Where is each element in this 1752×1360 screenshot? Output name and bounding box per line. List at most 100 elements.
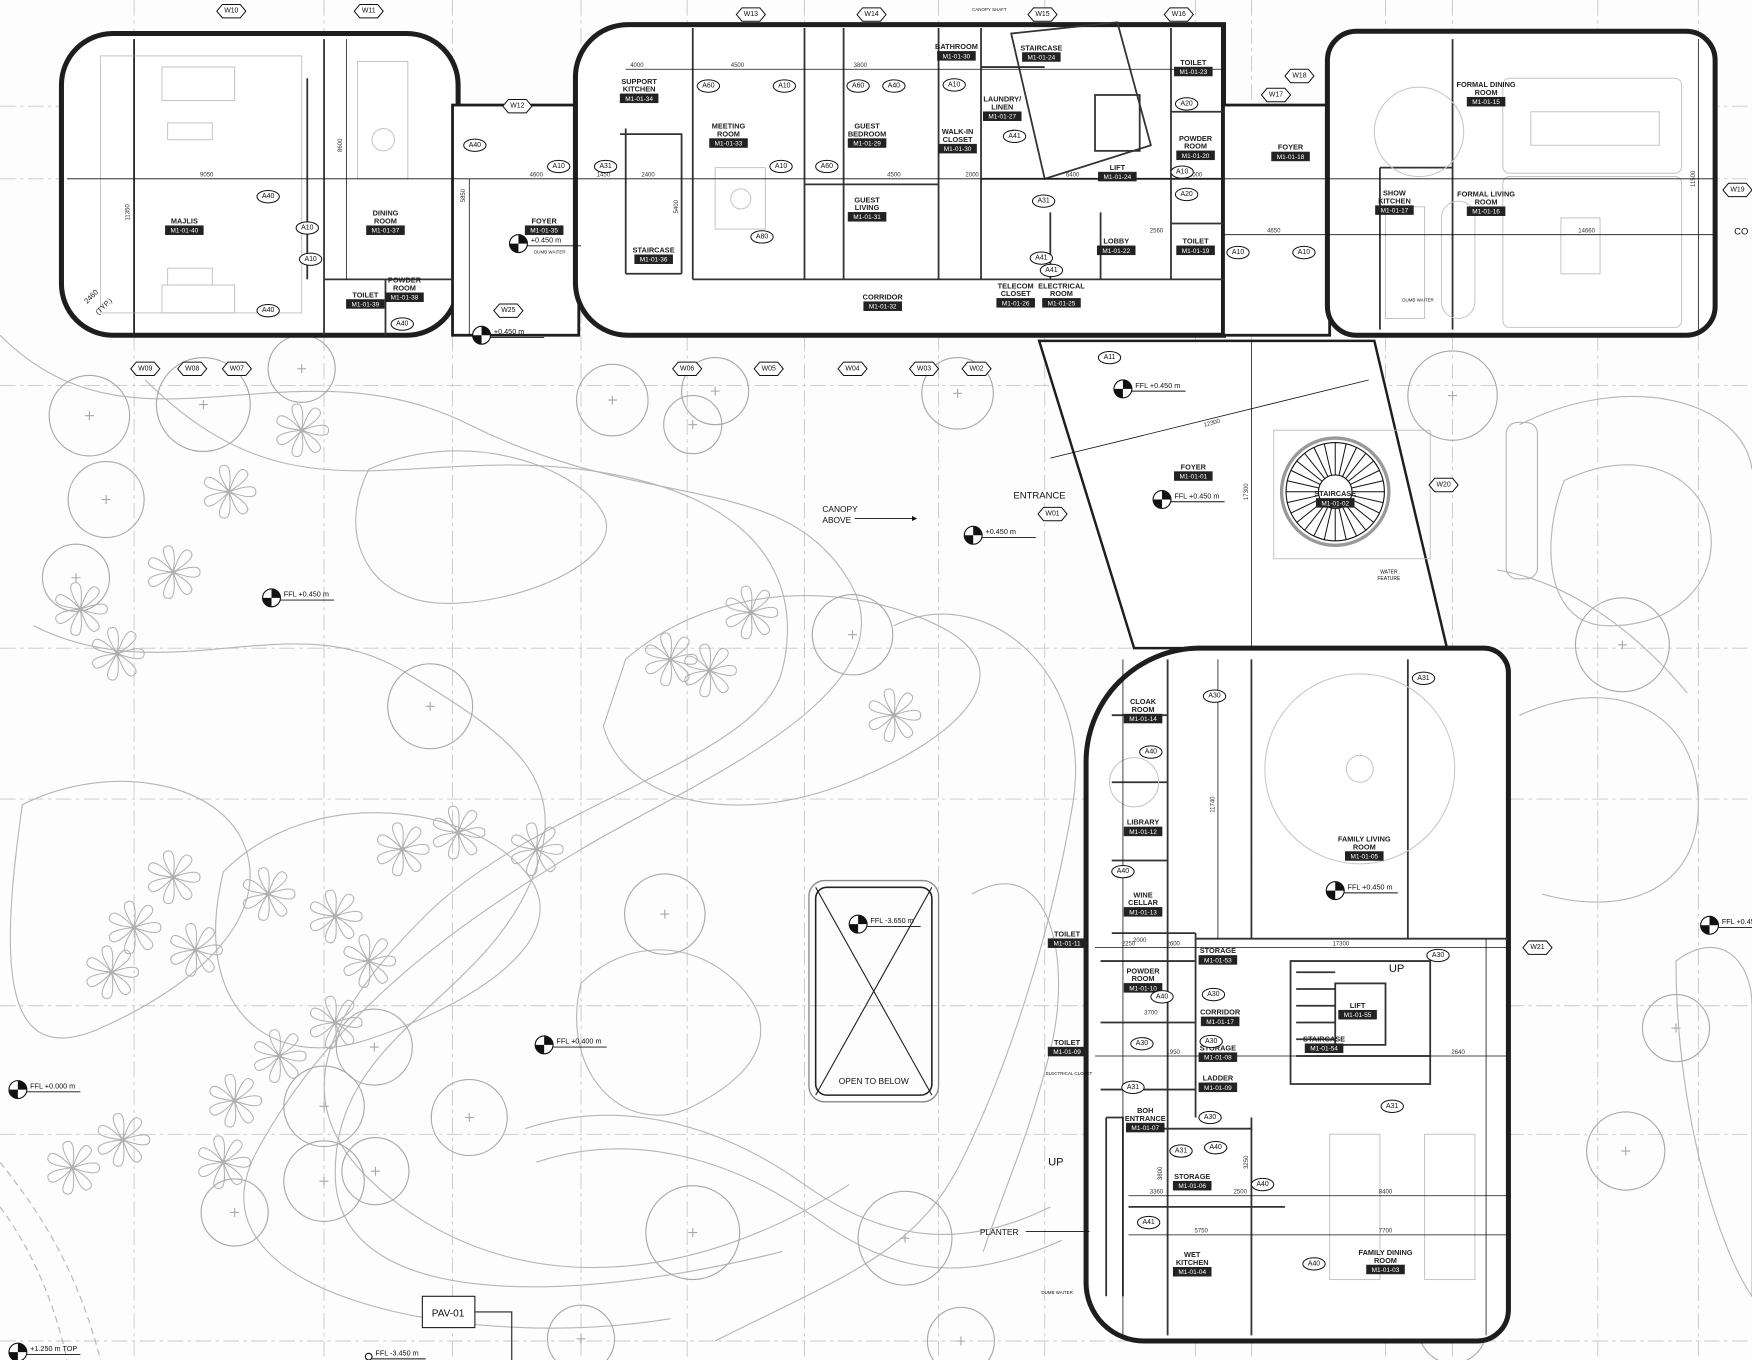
wall-type-tag[interactable]: A30 bbox=[1201, 987, 1226, 1002]
wall-type-tag[interactable]: A10 bbox=[769, 159, 793, 174]
wall-type-tag[interactable]: A40 bbox=[882, 79, 906, 93]
wall-type-tag[interactable]: A10 bbox=[295, 221, 319, 235]
wall-type-tag[interactable]: A40 bbox=[1139, 745, 1163, 759]
wall-type-tag[interactable]: A30 bbox=[1426, 948, 1450, 963]
wall-type-tag[interactable]: A41 bbox=[1039, 263, 1064, 278]
wall-type-tag[interactable]: A40 bbox=[1150, 990, 1174, 1004]
tree-icon bbox=[341, 1137, 410, 1206]
planter-label: PLANTER bbox=[980, 1227, 1019, 1237]
wall-type-tag[interactable]: A31 bbox=[1411, 671, 1436, 685]
window-tag-label: W20 bbox=[1437, 481, 1451, 488]
dimension-value: 3250 bbox=[1244, 1155, 1250, 1169]
wall-type-tag[interactable]: A10 bbox=[1292, 245, 1316, 260]
window-tag[interactable]: W25 bbox=[493, 303, 524, 318]
wall-type-tag[interactable]: A41 bbox=[1029, 251, 1054, 265]
wall-type-tag[interactable]: A41 bbox=[1002, 129, 1027, 143]
stair-tread bbox=[1345, 452, 1367, 479]
wall-type-tag[interactable]: A31 bbox=[1121, 1080, 1145, 1094]
window-tag[interactable]: W14 bbox=[856, 7, 887, 22]
wall-type-tag[interactable]: A10 bbox=[1170, 165, 1194, 179]
wall-type-tag[interactable]: A60 bbox=[846, 79, 870, 93]
level-marker: FFL -3.450 m bbox=[364, 1349, 426, 1360]
window-tag[interactable]: W18 bbox=[1284, 68, 1315, 84]
wall-type-tag[interactable]: A40 bbox=[1250, 1177, 1275, 1192]
wall-type-tag[interactable]: A40 bbox=[1302, 1257, 1326, 1271]
wall-type-tag[interactable]: A31 bbox=[593, 159, 618, 174]
wall-type-tag[interactable]: A31 bbox=[1031, 194, 1056, 208]
window-tag[interactable]: W19 bbox=[1722, 182, 1752, 198]
wall-type-tag[interactable]: A40 bbox=[1111, 865, 1135, 879]
wall-type-tag[interactable]: A30 bbox=[1198, 1110, 1222, 1125]
window-tag-label: W15 bbox=[1035, 11, 1049, 18]
window-tag[interactable]: W02 bbox=[961, 361, 992, 376]
window-tag[interactable]: W11 bbox=[353, 3, 384, 19]
window-tag-label: W25 bbox=[501, 307, 515, 314]
window-tag[interactable]: W01 bbox=[1037, 506, 1068, 522]
dimension-value: 4500 bbox=[887, 173, 901, 179]
room-code: M1-01-32 bbox=[869, 304, 897, 311]
stair-tread bbox=[1313, 447, 1329, 477]
wall-tag-label: A60 bbox=[852, 83, 864, 90]
wall-tag-label: A41 bbox=[1008, 133, 1020, 140]
window-tag[interactable]: W15 bbox=[1027, 7, 1058, 22]
wall-type-tag[interactable]: A30 bbox=[1202, 689, 1227, 703]
wall-type-tag[interactable]: A10 bbox=[298, 252, 323, 266]
wall-type-tag[interactable]: A31 bbox=[1169, 1144, 1193, 1158]
tree-icon bbox=[857, 1190, 953, 1286]
open-to-below-label: OPEN TO BELOW bbox=[839, 1076, 909, 1086]
wall-type-tag[interactable]: A40 bbox=[463, 138, 487, 152]
wall-type-tag[interactable]: A60 bbox=[696, 79, 721, 93]
window-tag[interactable]: W13 bbox=[735, 7, 767, 22]
wall-type-tag[interactable]: A30 bbox=[1130, 1037, 1154, 1051]
room-name: FOYER bbox=[1278, 143, 1304, 152]
spiral-staircase bbox=[1273, 429, 1431, 560]
wall-type-tag[interactable]: A10 bbox=[1226, 245, 1250, 260]
stair-tread bbox=[1290, 498, 1321, 514]
window-tag[interactable]: W12 bbox=[502, 98, 533, 114]
window-tag-label: W02 bbox=[969, 365, 983, 372]
tree-icon bbox=[430, 1078, 508, 1157]
window-tag[interactable]: W21 bbox=[1522, 940, 1553, 955]
wall-type-tag[interactable]: A11 bbox=[1097, 350, 1122, 365]
dimension-value: 5400 bbox=[674, 199, 680, 213]
wall-type-tag[interactable]: A31 bbox=[1380, 1099, 1404, 1113]
wall-type-tag[interactable]: A10 bbox=[942, 78, 966, 92]
room-code: M1-01-37 bbox=[372, 228, 400, 235]
window-tag[interactable]: W09 bbox=[130, 361, 161, 376]
wall-type-tag[interactable]: A60 bbox=[815, 159, 839, 174]
level-value: FFL +0.450 m bbox=[1348, 883, 1393, 892]
wall-type-tag[interactable]: A40 bbox=[390, 317, 414, 331]
wall-type-tag[interactable]: A20 bbox=[1174, 187, 1199, 202]
wall-type-tag[interactable]: A10 bbox=[772, 79, 797, 93]
flower-icon bbox=[209, 1073, 262, 1128]
wall-type-tag[interactable]: A40 bbox=[1203, 1141, 1228, 1155]
window-tag[interactable]: W04 bbox=[837, 361, 868, 376]
window-tag[interactable]: W07 bbox=[221, 361, 253, 376]
building-walls bbox=[58, 22, 1718, 1344]
window-tag[interactable]: W20 bbox=[1428, 477, 1459, 493]
pavilion-tag[interactable]: PAV-01 bbox=[421, 1295, 513, 1360]
window-tag[interactable]: W10 bbox=[216, 3, 247, 19]
wall-type-tag[interactable]: A41 bbox=[1136, 1215, 1161, 1230]
wall-type-tag[interactable]: A20 bbox=[1174, 97, 1199, 111]
tree-icon bbox=[681, 357, 750, 426]
dimension-value: 6400 bbox=[1066, 173, 1080, 179]
wall-tag-label: A10 bbox=[301, 224, 313, 231]
wall-type-tag[interactable]: A30 bbox=[1199, 1034, 1223, 1049]
window-tag[interactable]: W08 bbox=[177, 361, 208, 376]
wall-type-tag[interactable]: A40 bbox=[256, 304, 280, 318]
room-code: M1-01-07 bbox=[1131, 1125, 1159, 1132]
wall-type-tag[interactable]: A80 bbox=[750, 230, 774, 244]
room-name: BATHROOM bbox=[935, 42, 978, 51]
window-tag[interactable]: W16 bbox=[1163, 7, 1194, 22]
window-tag[interactable]: W06 bbox=[671, 361, 703, 376]
wall-type-tag[interactable]: A40 bbox=[256, 190, 280, 204]
window-tag[interactable]: W17 bbox=[1260, 87, 1292, 103]
window-tag[interactable]: W05 bbox=[753, 361, 784, 376]
window-tag[interactable]: W03 bbox=[908, 361, 940, 376]
wall-type-tag[interactable]: A10 bbox=[546, 159, 571, 174]
